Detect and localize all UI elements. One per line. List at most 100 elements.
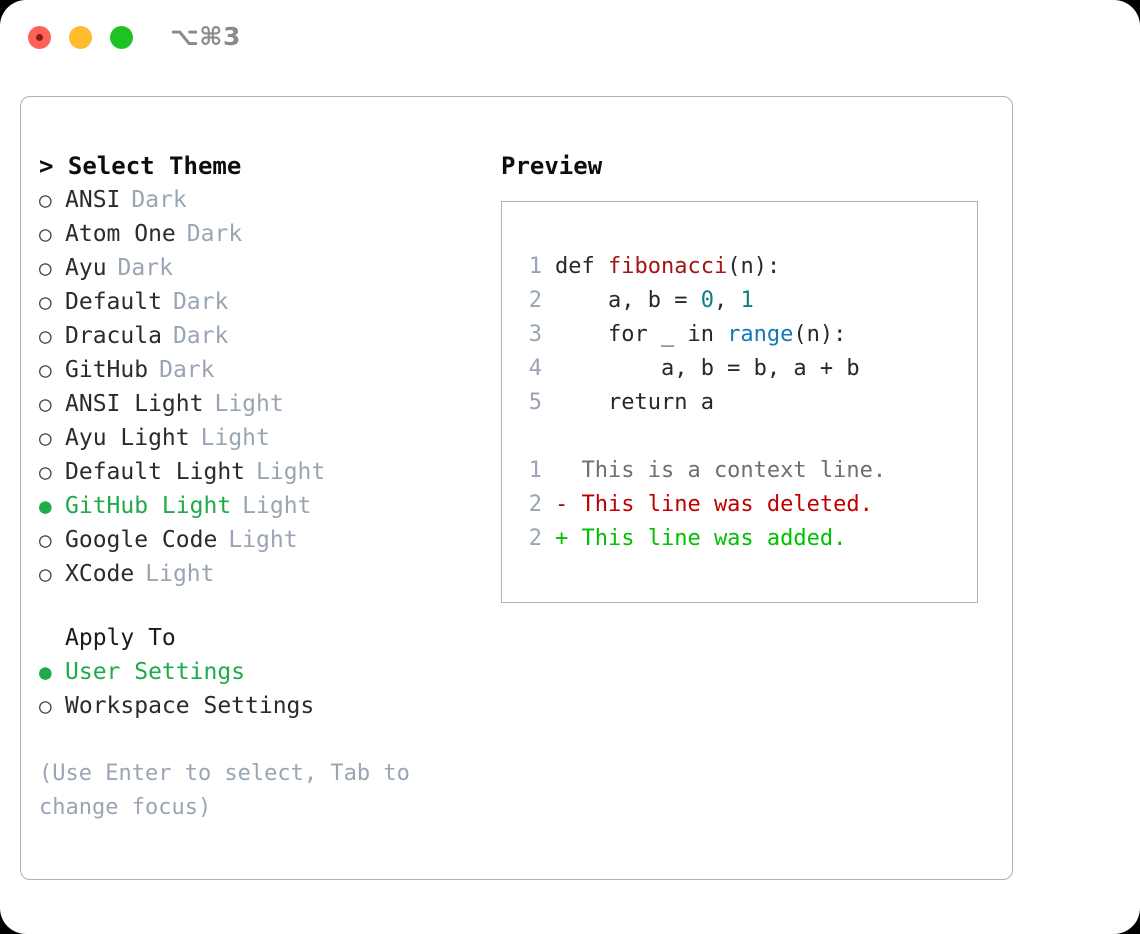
radio-unselected-icon: ○ [39, 290, 52, 314]
code-line-number: 3 [528, 322, 542, 347]
diff-line-text: - This line was deleted. [555, 492, 873, 517]
theme-option-github-light[interactable]: ● GitHub Light Light [39, 489, 479, 523]
radio-selected-icon: ● [39, 494, 52, 518]
theme-option-category: Dark [186, 221, 243, 247]
code-line: 5 return a [516, 386, 969, 420]
diff-line-text: This is a context line. [555, 458, 887, 483]
keyboard-shortcut-label: ⌥⌘3 [170, 22, 241, 51]
code-token: def [555, 254, 608, 279]
theme-option-category: Light [242, 493, 312, 519]
theme-option-label: Default [65, 289, 162, 315]
radio-unselected-icon: ○ [39, 562, 52, 586]
code-token: fibonacci [607, 254, 728, 279]
apply-to-option-label: User Settings [65, 659, 246, 685]
radio-selected-icon: ● [39, 660, 52, 684]
code-token: return a [555, 390, 714, 415]
diff-line-number: 1 [528, 458, 542, 483]
code-line-number: 1 [528, 254, 542, 279]
theme-option-label: Ayu Light [65, 425, 190, 451]
theme-option-dracula[interactable]: ○ Dracula Dark [39, 319, 479, 353]
theme-option-label: Dracula [65, 323, 162, 349]
theme-option-category: Light [214, 391, 284, 417]
theme-picker-heading: > Select Theme [39, 152, 242, 180]
code-token: range [727, 322, 794, 347]
diff-line-number: 2 [528, 526, 542, 551]
theme-option-ansi[interactable]: ○ ANSI Dark [39, 183, 479, 217]
theme-option-atom-one[interactable]: ○ Atom One Dark [39, 217, 479, 251]
theme-option-category: Dark [172, 289, 229, 315]
code-token: for _ in [555, 322, 728, 347]
code-token: 0 [700, 288, 714, 313]
diff-line-ctx: 1 This is a context line. [516, 454, 969, 488]
code-token: (n): [727, 254, 781, 279]
code-line: 4 a, b = b, a + b [516, 352, 969, 386]
radio-unselected-icon: ○ [39, 188, 52, 212]
theme-option-ayu-light[interactable]: ○ Ayu Light Light [39, 421, 479, 455]
theme-option-category: Light [145, 561, 215, 587]
theme-option-github[interactable]: ○ GitHub Dark [39, 353, 479, 387]
code-line-number: 4 [528, 356, 542, 381]
radio-unselected-icon: ○ [39, 392, 52, 416]
code-line-number: 5 [528, 390, 542, 415]
theme-option-category: Dark [159, 357, 215, 383]
minimize-window-button[interactable] [69, 26, 92, 49]
theme-option-xcode[interactable]: ○ XCode Light [39, 557, 479, 591]
radio-unselected-icon: ○ [39, 426, 52, 450]
diff-line-add: 2 + This line was added. [516, 522, 969, 556]
code-line: 3 for _ in range(n): [516, 318, 969, 352]
diff-lines: 1 This is a context line. 2 - This line wa… [516, 454, 969, 556]
theme-option-label: GitHub Light [65, 493, 232, 519]
radio-unselected-icon: ○ [39, 528, 52, 552]
apply-to-option-user-settings[interactable]: ● User Settings [39, 655, 479, 689]
theme-option-label: XCode [65, 561, 135, 587]
maximize-window-button[interactable] [110, 26, 133, 49]
code-token: , [713, 288, 741, 313]
code-line-text: for _ in range(n): [555, 318, 846, 352]
code-line-number: 2 [528, 288, 542, 313]
apply-to-option-list: ● User Settings ○ Workspace Settings [39, 655, 479, 723]
apply-to-option-workspace-settings[interactable]: ○ Workspace Settings [39, 689, 479, 723]
radio-unselected-icon: ○ [39, 256, 52, 280]
code-line-text: a, b = 0, 1 [555, 284, 754, 318]
close-window-button[interactable] [28, 26, 51, 49]
theme-option-category: Dark [131, 187, 187, 213]
code-token: 1 [740, 288, 754, 313]
traffic-lights [28, 26, 133, 49]
radio-unselected-icon: ○ [39, 324, 52, 348]
theme-option-category: Light [228, 527, 298, 553]
theme-option-category: Light [200, 425, 270, 451]
radio-unselected-icon: ○ [39, 694, 52, 718]
theme-option-label: Atom One [65, 221, 176, 247]
theme-option-category: Dark [172, 323, 229, 349]
code-line-text: a, b = b, a + b [555, 352, 860, 386]
theme-option-label: Ayu [65, 255, 107, 281]
theme-option-category: Light [256, 459, 326, 485]
theme-option-label: GitHub [65, 357, 149, 383]
code-line: 2 a, b = 0, 1 [516, 284, 969, 318]
theme-option-label: ANSI [65, 187, 121, 213]
code-line: 1 def fibonacci(n): [516, 250, 969, 284]
radio-unselected-icon: ○ [39, 222, 52, 246]
code-line-text: def fibonacci(n): [555, 250, 780, 284]
apply-to-option-label: Workspace Settings [65, 693, 315, 719]
diff-line-text: + This line was added. [555, 526, 847, 551]
title-bar: ⌥⌘3 [0, 0, 1140, 76]
preview-heading: Preview [501, 152, 603, 180]
theme-option-default[interactable]: ○ Default Dark [39, 285, 479, 319]
code-token: a, b = b, a + b [555, 356, 860, 381]
apply-to-section: Apply To ●User Settings○Workspace Settin… [39, 621, 479, 723]
diff-line-del: 2 - This line was deleted. [516, 488, 969, 522]
code-line-text: return a [555, 386, 714, 420]
radio-unselected-icon: ○ [39, 358, 52, 382]
theme-option-label: Default Light [65, 459, 246, 485]
diff-line-number: 2 [528, 492, 542, 517]
